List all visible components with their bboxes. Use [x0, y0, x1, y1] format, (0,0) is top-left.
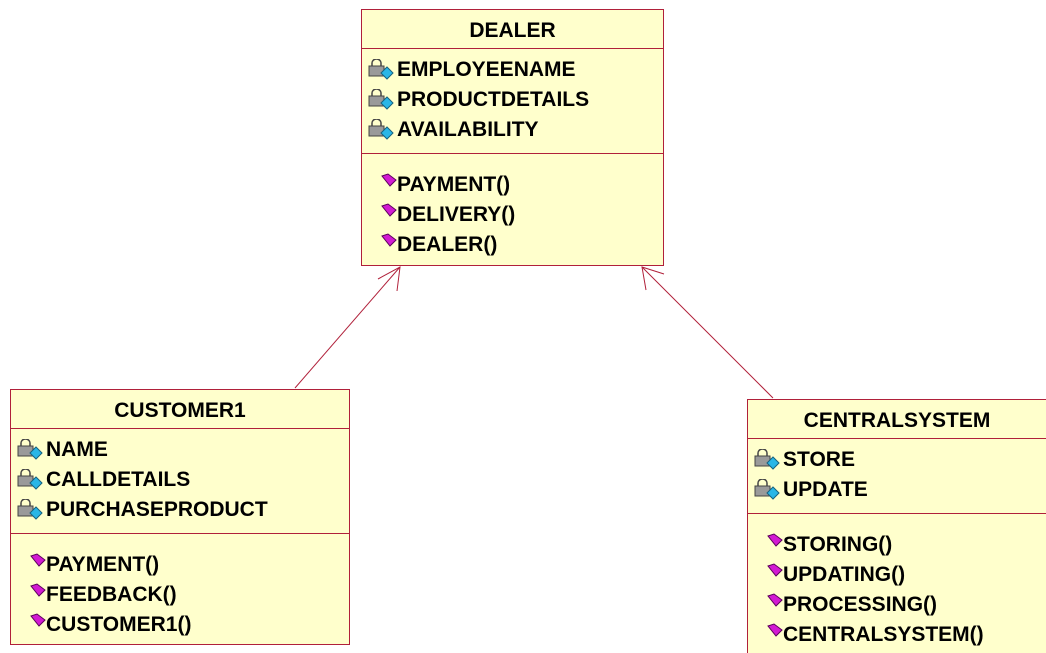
operation-row[interactable]: STORING() — [754, 530, 1046, 560]
operation-row[interactable]: FEEDBACK() — [17, 580, 349, 610]
operation-icon — [381, 203, 397, 217]
customer1-class[interactable]: CUSTOMER1 NAME CALLDETAILS — [10, 389, 350, 645]
customer-to-dealer-line — [294, 266, 401, 389]
operation-label: STORING() — [783, 533, 893, 556]
operation-row[interactable]: PAYMENT() — [17, 550, 349, 580]
customer1-operations: PAYMENT() FEEDBACK() CUSTOMER1() — [11, 534, 349, 640]
operation-label: PROCESSING() — [783, 593, 938, 616]
operation-label: CUSTOMER1() — [46, 613, 192, 636]
operation-label: UPDATING() — [783, 563, 906, 586]
operation-label: FEEDBACK() — [46, 583, 177, 606]
attribute-row[interactable]: UPDATE — [754, 475, 1046, 505]
customer1-attributes: NAME CALLDETAILS PURCHASEPRODUCT — [11, 429, 349, 534]
private-attribute-icon — [368, 89, 394, 110]
central-to-dealer-arrowhead — [641, 266, 665, 291]
attribute-label: UPDATE — [783, 478, 868, 501]
attribute-row[interactable]: CALLDETAILS — [17, 465, 349, 495]
operation-row[interactable]: PAYMENT() — [368, 170, 663, 200]
operation-label: PAYMENT() — [46, 553, 160, 576]
operation-icon — [767, 623, 783, 637]
central-to-dealer-line — [641, 266, 774, 399]
operation-row[interactable]: DELIVERY() — [368, 200, 663, 230]
attribute-row[interactable]: NAME — [17, 435, 349, 465]
attribute-row[interactable]: PRODUCTDETAILS — [368, 85, 663, 115]
operation-icon — [381, 173, 397, 187]
attribute-label: NAME — [46, 438, 108, 461]
private-attribute-icon — [17, 499, 43, 520]
attribute-label: PURCHASEPRODUCT — [46, 498, 268, 521]
private-attribute-icon — [368, 119, 394, 140]
dealer-class[interactable]: DEALER EMPLOYEENAME PRODUCTDETAILS — [361, 9, 664, 266]
private-attribute-icon — [368, 59, 394, 80]
operation-icon — [30, 583, 46, 597]
attribute-row[interactable]: PURCHASEPRODUCT — [17, 495, 349, 525]
attribute-label: AVAILABILITY — [397, 118, 539, 141]
operation-icon — [381, 233, 397, 247]
centralsystem-operations: STORING() UPDATING() PROCESSING() CENTRA… — [748, 514, 1046, 650]
operation-icon — [767, 593, 783, 607]
centralsystem-attributes: STORE UPDATE — [748, 439, 1046, 514]
attribute-row[interactable]: STORE — [754, 445, 1046, 475]
centralsystem-class[interactable]: CENTRALSYSTEM STORE UPDATE — [747, 399, 1046, 653]
dealer-operations: PAYMENT() DELIVERY() DEALER() — [362, 154, 663, 260]
attribute-label: EMPLOYEENAME — [397, 58, 576, 81]
customer1-class-name: CUSTOMER1 — [11, 390, 349, 429]
dealer-class-name: DEALER — [362, 10, 663, 49]
attribute-label: CALLDETAILS — [46, 468, 191, 491]
customer-to-dealer-arrowhead — [377, 266, 401, 292]
attribute-row[interactable]: AVAILABILITY — [368, 115, 663, 145]
operation-label: DEALER() — [397, 233, 498, 256]
attribute-label: PRODUCTDETAILS — [397, 88, 590, 111]
operation-icon — [30, 613, 46, 627]
private-attribute-icon — [17, 439, 43, 460]
private-attribute-icon — [754, 449, 780, 470]
operation-icon — [767, 533, 783, 547]
operation-label: PAYMENT() — [397, 173, 511, 196]
private-attribute-icon — [754, 479, 780, 500]
operation-icon — [30, 553, 46, 567]
operation-row[interactable]: DEALER() — [368, 230, 663, 260]
operation-label: DELIVERY() — [397, 203, 516, 226]
operation-row[interactable]: UPDATING() — [754, 560, 1046, 590]
attribute-row[interactable]: EMPLOYEENAME — [368, 55, 663, 85]
operation-icon — [767, 563, 783, 577]
operation-label: CENTRALSYSTEM() — [783, 623, 984, 646]
attribute-label: STORE — [783, 448, 855, 471]
operation-row[interactable]: PROCESSING() — [754, 590, 1046, 620]
centralsystem-class-name: CENTRALSYSTEM — [748, 400, 1046, 439]
private-attribute-icon — [17, 469, 43, 490]
dealer-attributes: EMPLOYEENAME PRODUCTDETAILS AVAILABILITY — [362, 49, 663, 154]
operation-row[interactable]: CENTRALSYSTEM() — [754, 620, 1046, 650]
operation-row[interactable]: CUSTOMER1() — [17, 610, 349, 640]
